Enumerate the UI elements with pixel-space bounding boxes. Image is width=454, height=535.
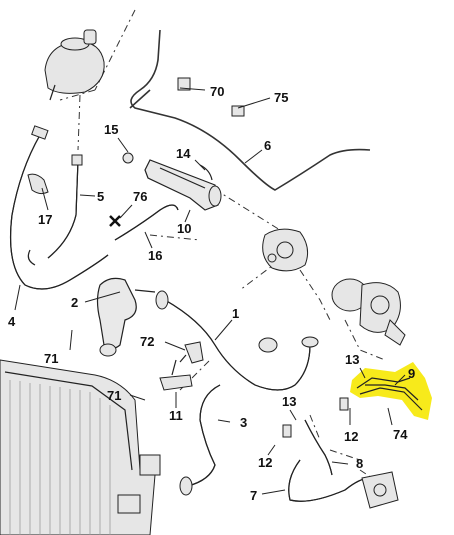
callout-17: 17 <box>38 212 52 227</box>
leader-lines <box>14 87 406 495</box>
callout-13-right: 13 <box>345 352 359 367</box>
callout-75: 75 <box>274 90 288 105</box>
callout-13-bottom: 13 <box>282 394 296 409</box>
callout-12-bottom: 12 <box>258 455 272 470</box>
callout-5: 5 <box>97 189 104 204</box>
dash-line <box>179 359 211 391</box>
turbo-pipe-9-highlight <box>350 362 432 420</box>
callout-11: 11 <box>169 408 183 423</box>
callout-72: 72 <box>140 334 154 349</box>
dash-line <box>149 234 201 241</box>
expansion-tank <box>44 29 105 101</box>
radiator <box>0 359 161 535</box>
callout-16: 16 <box>148 248 162 263</box>
callout-7: 7 <box>250 488 257 503</box>
callout-8: 8 <box>356 456 363 471</box>
dash-line <box>344 319 386 361</box>
dash-line <box>77 94 81 151</box>
dash-line <box>59 89 96 101</box>
callout-15: 15 <box>104 122 118 137</box>
callout-9: 9 <box>408 366 415 381</box>
dash-line <box>299 269 331 321</box>
dash-line <box>359 469 376 481</box>
thermostat-housing <box>262 228 309 272</box>
hose-7-8 <box>282 397 399 509</box>
hose-4 <box>9 125 109 290</box>
callout-71-center: 71 <box>107 388 121 403</box>
callout-2: 2 <box>71 295 78 310</box>
callout-71-left: 71 <box>44 351 58 366</box>
hose-1 <box>155 290 319 391</box>
bracket-11 <box>159 359 193 391</box>
callout-12-right: 12 <box>344 429 358 444</box>
callout-1: 1 <box>232 306 239 321</box>
hose-3 <box>179 384 221 496</box>
callout-74: 74 <box>393 427 408 442</box>
degassing-pipe <box>129 29 371 191</box>
dash-line <box>309 414 321 441</box>
callout-6: 6 <box>264 138 271 153</box>
callout-3: 3 <box>240 415 247 430</box>
turbocharger <box>331 278 406 346</box>
callout-labels: 70 75 6 15 14 10 76 16 5 17 4 2 71 72 1 … <box>8 84 415 503</box>
callout-10: 10 <box>177 221 191 236</box>
bracket-72 <box>179 341 204 364</box>
pipe-5 <box>27 154 83 266</box>
callout-70: 70 <box>210 84 224 99</box>
callout-14: 14 <box>176 146 191 161</box>
dash-line <box>329 449 361 461</box>
highlight-area <box>350 362 432 420</box>
callout-4: 4 <box>8 314 16 329</box>
callout-76: 76 <box>133 189 147 204</box>
hose-16 <box>109 204 179 241</box>
